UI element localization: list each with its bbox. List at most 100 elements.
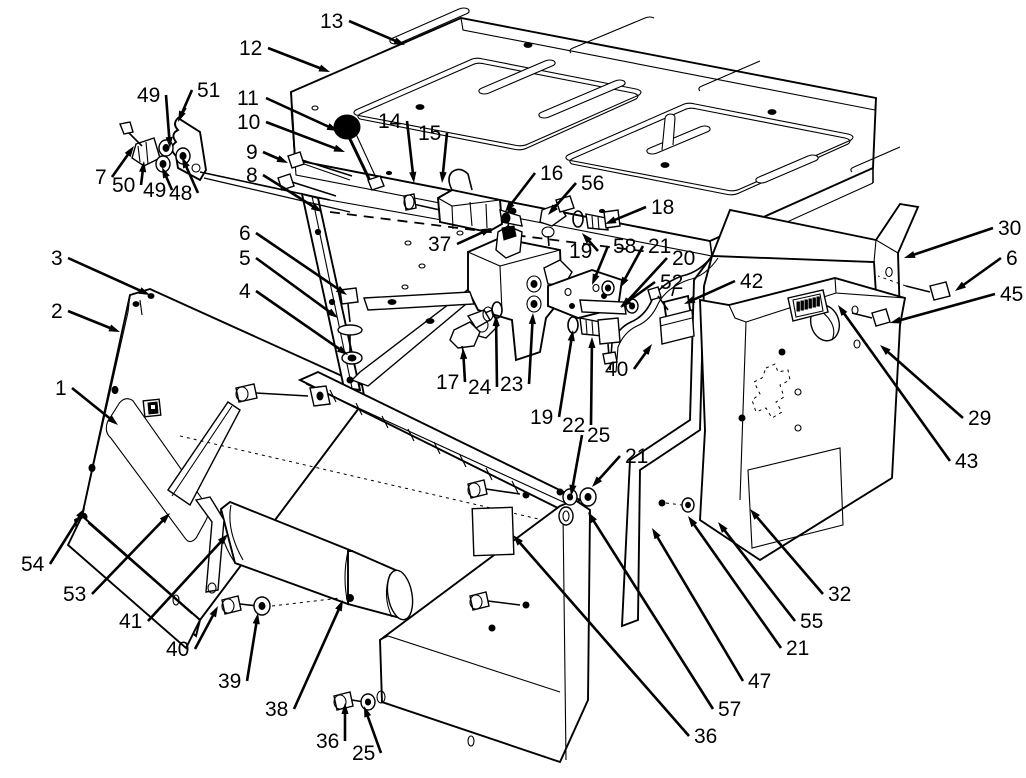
callout-number-19: 19	[530, 406, 553, 429]
leader-line	[591, 518, 715, 710]
leader-line	[139, 169, 145, 186]
leader-line	[184, 164, 200, 194]
leader-line	[692, 522, 783, 649]
leader-arrowhead	[318, 64, 330, 72]
callout-number-42: 42	[740, 270, 763, 293]
callout-number-7: 7	[95, 166, 107, 189]
leader-line	[517, 540, 690, 737]
leader-arrowhead	[276, 155, 288, 163]
leader-line	[597, 455, 621, 482]
leader-arrowhead	[505, 201, 515, 212]
callout-number-48: 48	[169, 182, 192, 205]
leader-line	[147, 539, 223, 622]
leader-arrowhead	[492, 315, 500, 327]
leader-line	[961, 256, 1002, 287]
callout-number-12: 12	[239, 37, 262, 60]
leader-line	[262, 150, 281, 161]
leader-arrowhead	[620, 276, 629, 288]
solenoid-block-42	[659, 287, 695, 345]
leader-line	[255, 231, 341, 292]
leader-line	[180, 89, 194, 115]
leader-arrowhead	[642, 344, 652, 356]
leader-line	[589, 345, 594, 426]
leader-arrowhead	[124, 146, 134, 158]
callout-number-49: 49	[137, 84, 160, 107]
leader-arrowhead	[567, 330, 575, 342]
leader-arrowhead	[439, 171, 447, 183]
leader-arrowhead	[335, 285, 347, 295]
leader-line	[552, 182, 577, 210]
leader-line	[164, 94, 171, 140]
left-linkage-assembly	[119, 107, 351, 213]
callout-number-1: 1	[55, 377, 67, 400]
callout-number-16: 16	[540, 162, 563, 185]
callout-number-4: 4	[239, 280, 251, 303]
leader-arrowhead	[107, 415, 118, 425]
leader-line	[527, 321, 534, 385]
callout-number-52: 52	[660, 271, 683, 294]
callout-number-5: 5	[239, 247, 251, 270]
leader-line	[193, 613, 215, 650]
callout-leader-lines	[48, 19, 1002, 754]
leader-line	[898, 292, 996, 322]
callout-number-29: 29	[968, 407, 991, 430]
callout-number-43: 43	[955, 450, 978, 473]
callout-number-22: 22	[562, 414, 585, 437]
leader-line	[612, 205, 647, 222]
leader-arrowhead	[955, 281, 967, 291]
leader-line	[626, 280, 656, 303]
leader-arrowhead	[341, 703, 349, 714]
rear-decal-plate	[787, 289, 829, 322]
callout-number-36: 36	[694, 725, 717, 748]
leader-arrowhead	[108, 324, 120, 332]
leader-arrowhead	[162, 167, 170, 179]
callout-number-49: 49	[143, 179, 166, 202]
leader-arrowhead	[684, 296, 696, 304]
callout-number-21: 21	[625, 445, 648, 468]
leader-arrowhead	[513, 535, 523, 546]
callout-number-55: 55	[800, 610, 823, 633]
callout-number-3: 3	[51, 247, 63, 270]
leader-line	[722, 528, 797, 622]
leader-line	[292, 607, 341, 710]
leader-arrowhead	[138, 287, 150, 295]
callout-number-17: 17	[436, 371, 459, 394]
leader-line	[110, 152, 130, 178]
leader-line	[164, 174, 174, 191]
leader-arrowhead	[880, 345, 891, 355]
fitting-18	[585, 209, 621, 231]
leader-line	[265, 120, 338, 151]
leader-line	[245, 621, 258, 682]
leader-arrowhead	[718, 522, 728, 533]
leader-line	[255, 256, 332, 314]
callout-number-9: 9	[246, 141, 258, 164]
leader-arrowhead	[336, 345, 348, 355]
callout-number-38: 38	[265, 698, 288, 721]
callout-number-21: 21	[648, 235, 671, 258]
leader-line	[509, 172, 537, 206]
callout-number-36: 36	[316, 730, 339, 753]
cylinder-tank	[194, 496, 414, 621]
leader-line	[626, 257, 668, 303]
leader-arrowhead	[750, 509, 760, 520]
leader-line	[571, 434, 584, 488]
leader-arrowhead	[582, 233, 592, 244]
leader-arrowhead	[326, 123, 338, 131]
leader-arrowhead	[605, 216, 617, 224]
callout-number-58: 58	[613, 235, 636, 258]
leader-arrowhead	[548, 204, 558, 215]
leader-arrowhead	[165, 136, 173, 148]
callout-number-56: 56	[581, 172, 604, 195]
callout-number-47: 47	[748, 670, 771, 693]
leader-arrowhead	[588, 512, 597, 524]
leader-line	[456, 230, 485, 246]
leader-arrowhead	[310, 203, 322, 212]
leader-line	[494, 323, 499, 388]
leader-arrowhead	[182, 157, 190, 169]
leader-arrowhead	[620, 297, 632, 307]
leader-line	[262, 173, 316, 209]
callout-number-57: 57	[718, 698, 741, 721]
callout-number-6: 6	[239, 222, 251, 245]
callout-number-53: 53	[63, 583, 86, 606]
